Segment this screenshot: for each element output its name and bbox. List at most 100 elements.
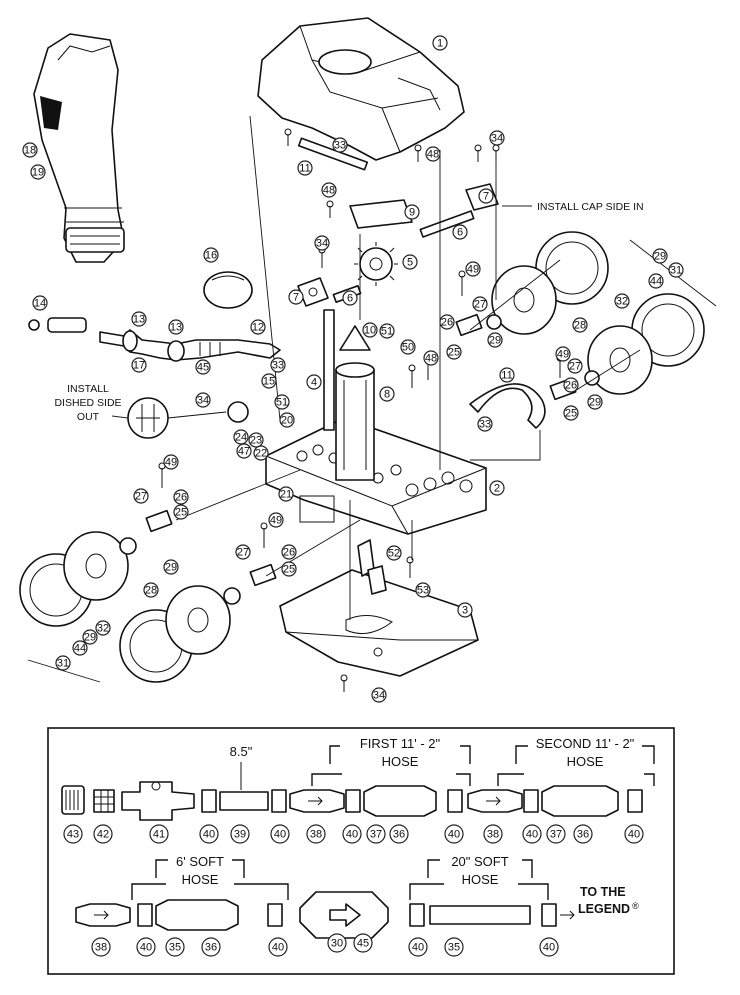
- callout-part-34: 34: [195, 392, 211, 408]
- soft6-bracket-bottom: [131, 883, 289, 900]
- callout-part-51: 51: [379, 323, 395, 339]
- axle-parts: [297, 137, 475, 304]
- second-hose-label-1: SECOND 11' - 2": [536, 736, 635, 751]
- callout-number: 17: [133, 360, 145, 372]
- callout-part-25: 25: [173, 504, 189, 520]
- callout-part-5: 5: [402, 254, 418, 270]
- chassis-part: [265, 417, 487, 535]
- callout-part-13: 13: [168, 319, 184, 335]
- callout-part-34: 34: [314, 235, 330, 251]
- callout-number: 14: [34, 298, 46, 310]
- strainer-ribs: [65, 790, 79, 810]
- callout-number: 9: [409, 207, 415, 219]
- callout-number: 23: [250, 435, 262, 447]
- part-40-cuff: [541, 903, 557, 927]
- part-40-cuff: [201, 789, 217, 813]
- callout-number: 44: [74, 643, 86, 655]
- callout-part-30: 30: [327, 933, 347, 953]
- part-40-cuff: [271, 789, 287, 813]
- callout-number: 53: [417, 585, 429, 597]
- callout-part-49: 49: [465, 261, 481, 277]
- callout-number: 6: [347, 293, 353, 305]
- callout-part-40: 40: [539, 937, 559, 957]
- callout-part-27: 27: [133, 488, 149, 504]
- callout-part-38: 38: [483, 824, 503, 844]
- callout-number: 1: [437, 38, 443, 50]
- screen-mesh: [94, 790, 114, 812]
- callout-number: 45: [357, 938, 369, 950]
- callout-part-27: 27: [472, 296, 488, 312]
- callout-part-6: 6: [342, 290, 358, 306]
- callout-number: 27: [237, 547, 249, 559]
- callout-number: 34: [197, 395, 209, 407]
- callout-number: 2: [494, 483, 500, 495]
- callout-number: 20: [281, 415, 293, 427]
- callout-number: 40: [543, 942, 555, 954]
- callout-part-25: 25: [281, 561, 297, 577]
- callout-part-16: 16: [203, 247, 219, 263]
- callout-number: 25: [448, 347, 460, 359]
- callout-part-40: 40: [444, 824, 464, 844]
- callout-part-48: 48: [425, 146, 441, 162]
- callout-part-37: 37: [366, 824, 386, 844]
- first-hose-label-2: HOSE: [382, 754, 419, 769]
- callout-number: 33: [272, 360, 284, 372]
- callout-part-36: 36: [389, 824, 409, 844]
- second-hose-bracket-bottom: [497, 773, 655, 786]
- callout-part-32: 32: [95, 620, 111, 636]
- callout-part-49: 49: [163, 454, 179, 470]
- callout-part-25: 25: [563, 405, 579, 421]
- callout-part-3: 3: [457, 602, 473, 618]
- soft20-label-2: HOSE: [462, 872, 499, 887]
- callout-number: 4: [311, 377, 317, 389]
- callout-number: 44: [650, 276, 662, 288]
- part-40-cuff: [409, 903, 425, 927]
- callout-part-33: 33: [477, 416, 493, 432]
- callout-number: 29: [489, 335, 501, 347]
- callout-part-34: 34: [371, 687, 387, 703]
- callout-number: 40: [526, 829, 538, 841]
- callout-part-36: 36: [573, 824, 593, 844]
- callout-part-10: 10: [362, 322, 378, 338]
- left-wheel-group: [19, 531, 241, 683]
- top-cover-part: [257, 17, 465, 161]
- callout-number: 16: [205, 250, 217, 262]
- callout-part-45: 45: [195, 359, 211, 375]
- turbine-column: [323, 309, 375, 481]
- callout-number: 52: [388, 548, 400, 560]
- callout-number: 51: [381, 326, 393, 338]
- callout-number: 21: [280, 489, 292, 501]
- callout-part-41: 41: [149, 824, 169, 844]
- callout-part-7: 7: [288, 289, 304, 305]
- install-cap-annotation: INSTALL CAP SIDE IN: [502, 201, 644, 213]
- callout-number: 26: [175, 492, 187, 504]
- callout-number: 32: [616, 296, 628, 308]
- callout-number: 25: [283, 564, 295, 576]
- callout-number: 48: [425, 353, 437, 365]
- callout-part-33: 33: [270, 357, 286, 373]
- callout-number: 28: [574, 320, 586, 332]
- callout-part-24: 24: [233, 429, 249, 445]
- callout-number: 22: [255, 448, 267, 460]
- part-36-hose-section: [541, 785, 619, 817]
- callout-part-40: 40: [270, 824, 290, 844]
- callout-part-26: 26: [439, 314, 455, 330]
- callout-part-19: 19: [30, 164, 46, 180]
- callout-number: 40: [346, 829, 358, 841]
- callout-number: 40: [448, 829, 460, 841]
- part-36-hose-section: [363, 785, 437, 817]
- install-dished-label-3: OUT: [77, 411, 100, 423]
- bag-part: [33, 33, 125, 263]
- callout-part-49: 49: [268, 512, 284, 528]
- callout-number: 25: [565, 408, 577, 420]
- float-part: [203, 271, 253, 309]
- screw-parts: [158, 128, 564, 692]
- first-hose-bracket-top: [329, 745, 471, 764]
- callout-number: 40: [272, 942, 284, 954]
- callout-part-50: 50: [400, 339, 416, 355]
- callout-number: 26: [441, 317, 453, 329]
- install-dished-label-1: INSTALL: [67, 383, 109, 395]
- callout-number: 37: [370, 829, 382, 841]
- swivel-hose-part: [99, 329, 281, 362]
- flow-arrow: [94, 910, 109, 920]
